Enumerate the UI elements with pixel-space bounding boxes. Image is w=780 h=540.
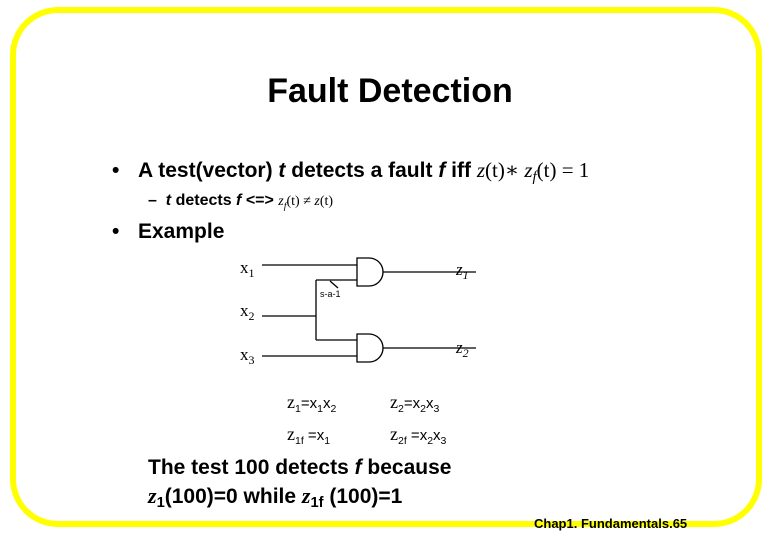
- bullet1-t: t: [278, 159, 286, 182]
- inequality-formula: zf(t) ≠ z(t): [278, 194, 334, 212]
- conclusion-text: The test 100 detects f because z1(100)=0…: [148, 454, 451, 517]
- input-x3-label: x3: [240, 345, 255, 367]
- input-x1-label: x1: [240, 258, 255, 280]
- detection-formula: z(t)∗ zf(t) = 1: [476, 158, 590, 185]
- bullet-example: • Example: [112, 220, 224, 244]
- subbullet-marker: –: [148, 192, 157, 209]
- bullet1-text-a: A test(vector): [138, 159, 279, 182]
- fault-label: s-a-1: [320, 289, 341, 299]
- equation-z2f: z2f =x2x3: [390, 424, 447, 447]
- slide-footer: Chap1. Fundamentals.65: [534, 516, 688, 531]
- bullet-marker: •: [112, 220, 120, 243]
- bullet1-text-b: detects a fault: [285, 159, 439, 182]
- input-x2-label: x2: [240, 301, 255, 323]
- equation-z2: z2=x2x3: [390, 392, 440, 415]
- subbullet-f: f: [236, 192, 242, 209]
- bullet-example-text: Example: [138, 220, 225, 243]
- conclusion-line-1: The test 100 detects f because: [148, 456, 452, 479]
- and-gate-2: [356, 333, 384, 363]
- fault-pointer: [329, 280, 339, 289]
- output-z1-label: z1: [455, 260, 469, 282]
- equation-z1f: z1f =x1: [287, 424, 331, 447]
- bullet1-text-c: iff: [445, 159, 477, 182]
- output-z2-label: z2: [455, 338, 469, 360]
- bullet1-f: f: [438, 159, 446, 182]
- subbullet-text-a: detects: [171, 192, 237, 209]
- slide-frame: [10, 7, 762, 527]
- bullet-marker: •: [112, 159, 120, 182]
- and-gate-1: [356, 257, 384, 287]
- subbullet-t: t: [165, 192, 172, 209]
- subbullet-equivalence: – t detects f <=> zf(t) ≠ z(t): [148, 192, 333, 212]
- bullet-definition: •A test(vector) t detects a fault f iff …: [112, 158, 589, 186]
- conclusion-line-2: z1(100)=0 while z1f (100)=1: [148, 483, 403, 511]
- equation-z1: z1=x1x2: [287, 392, 337, 415]
- subbullet-text-b: <=>: [241, 192, 279, 209]
- slide-title: Fault Detection: [267, 72, 513, 110]
